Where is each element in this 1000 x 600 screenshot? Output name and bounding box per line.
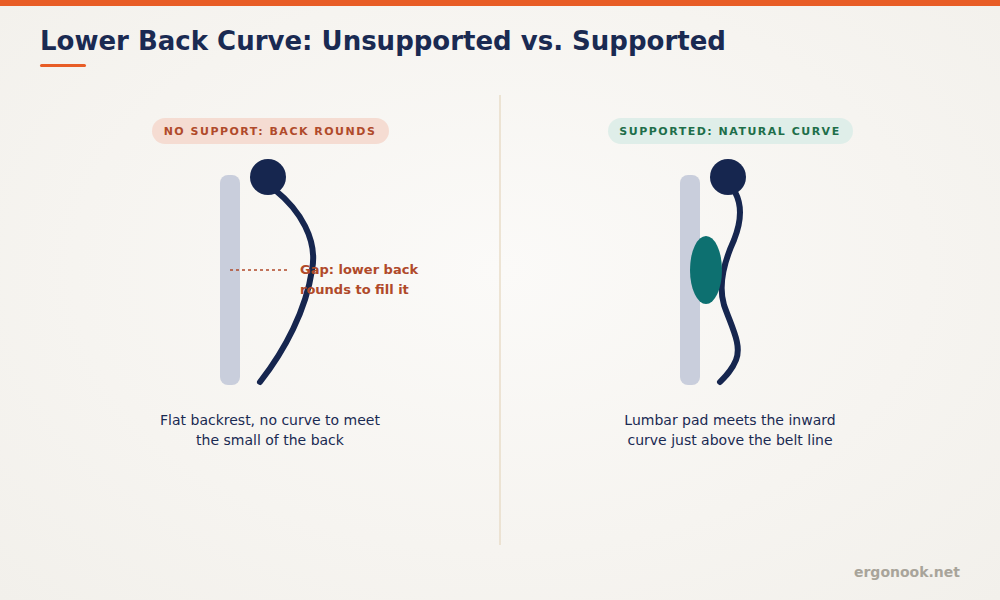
top-bar	[0, 0, 1000, 6]
panel-caption: Flat backrest, no curve to meet the smal…	[150, 410, 390, 450]
divider	[499, 95, 501, 545]
lumbar-pad	[690, 236, 722, 304]
section-pill: SUPPORTED: NATURAL CURVE	[608, 118, 853, 144]
diagram-title: Lower Back Curve: Unsupported vs. Suppor…	[40, 26, 726, 56]
natural-spine	[720, 192, 740, 382]
head	[250, 159, 286, 195]
panel-caption: Lumbar pad meets the inward curve just a…	[612, 410, 848, 450]
pill-label: NO SUPPORT: BACK ROUNDS	[164, 125, 377, 138]
gap-callout: Gap: lower back rounds to fill it	[300, 260, 440, 300]
gap-leader	[230, 269, 290, 271]
section-pill: NO SUPPORT: BACK ROUNDS	[152, 118, 389, 144]
pill-label: SUPPORTED: NATURAL CURVE	[619, 125, 840, 138]
title-underline	[40, 64, 86, 67]
flat-backrest	[220, 175, 240, 385]
head	[710, 159, 746, 195]
watermark: ergonook.net	[760, 564, 960, 580]
